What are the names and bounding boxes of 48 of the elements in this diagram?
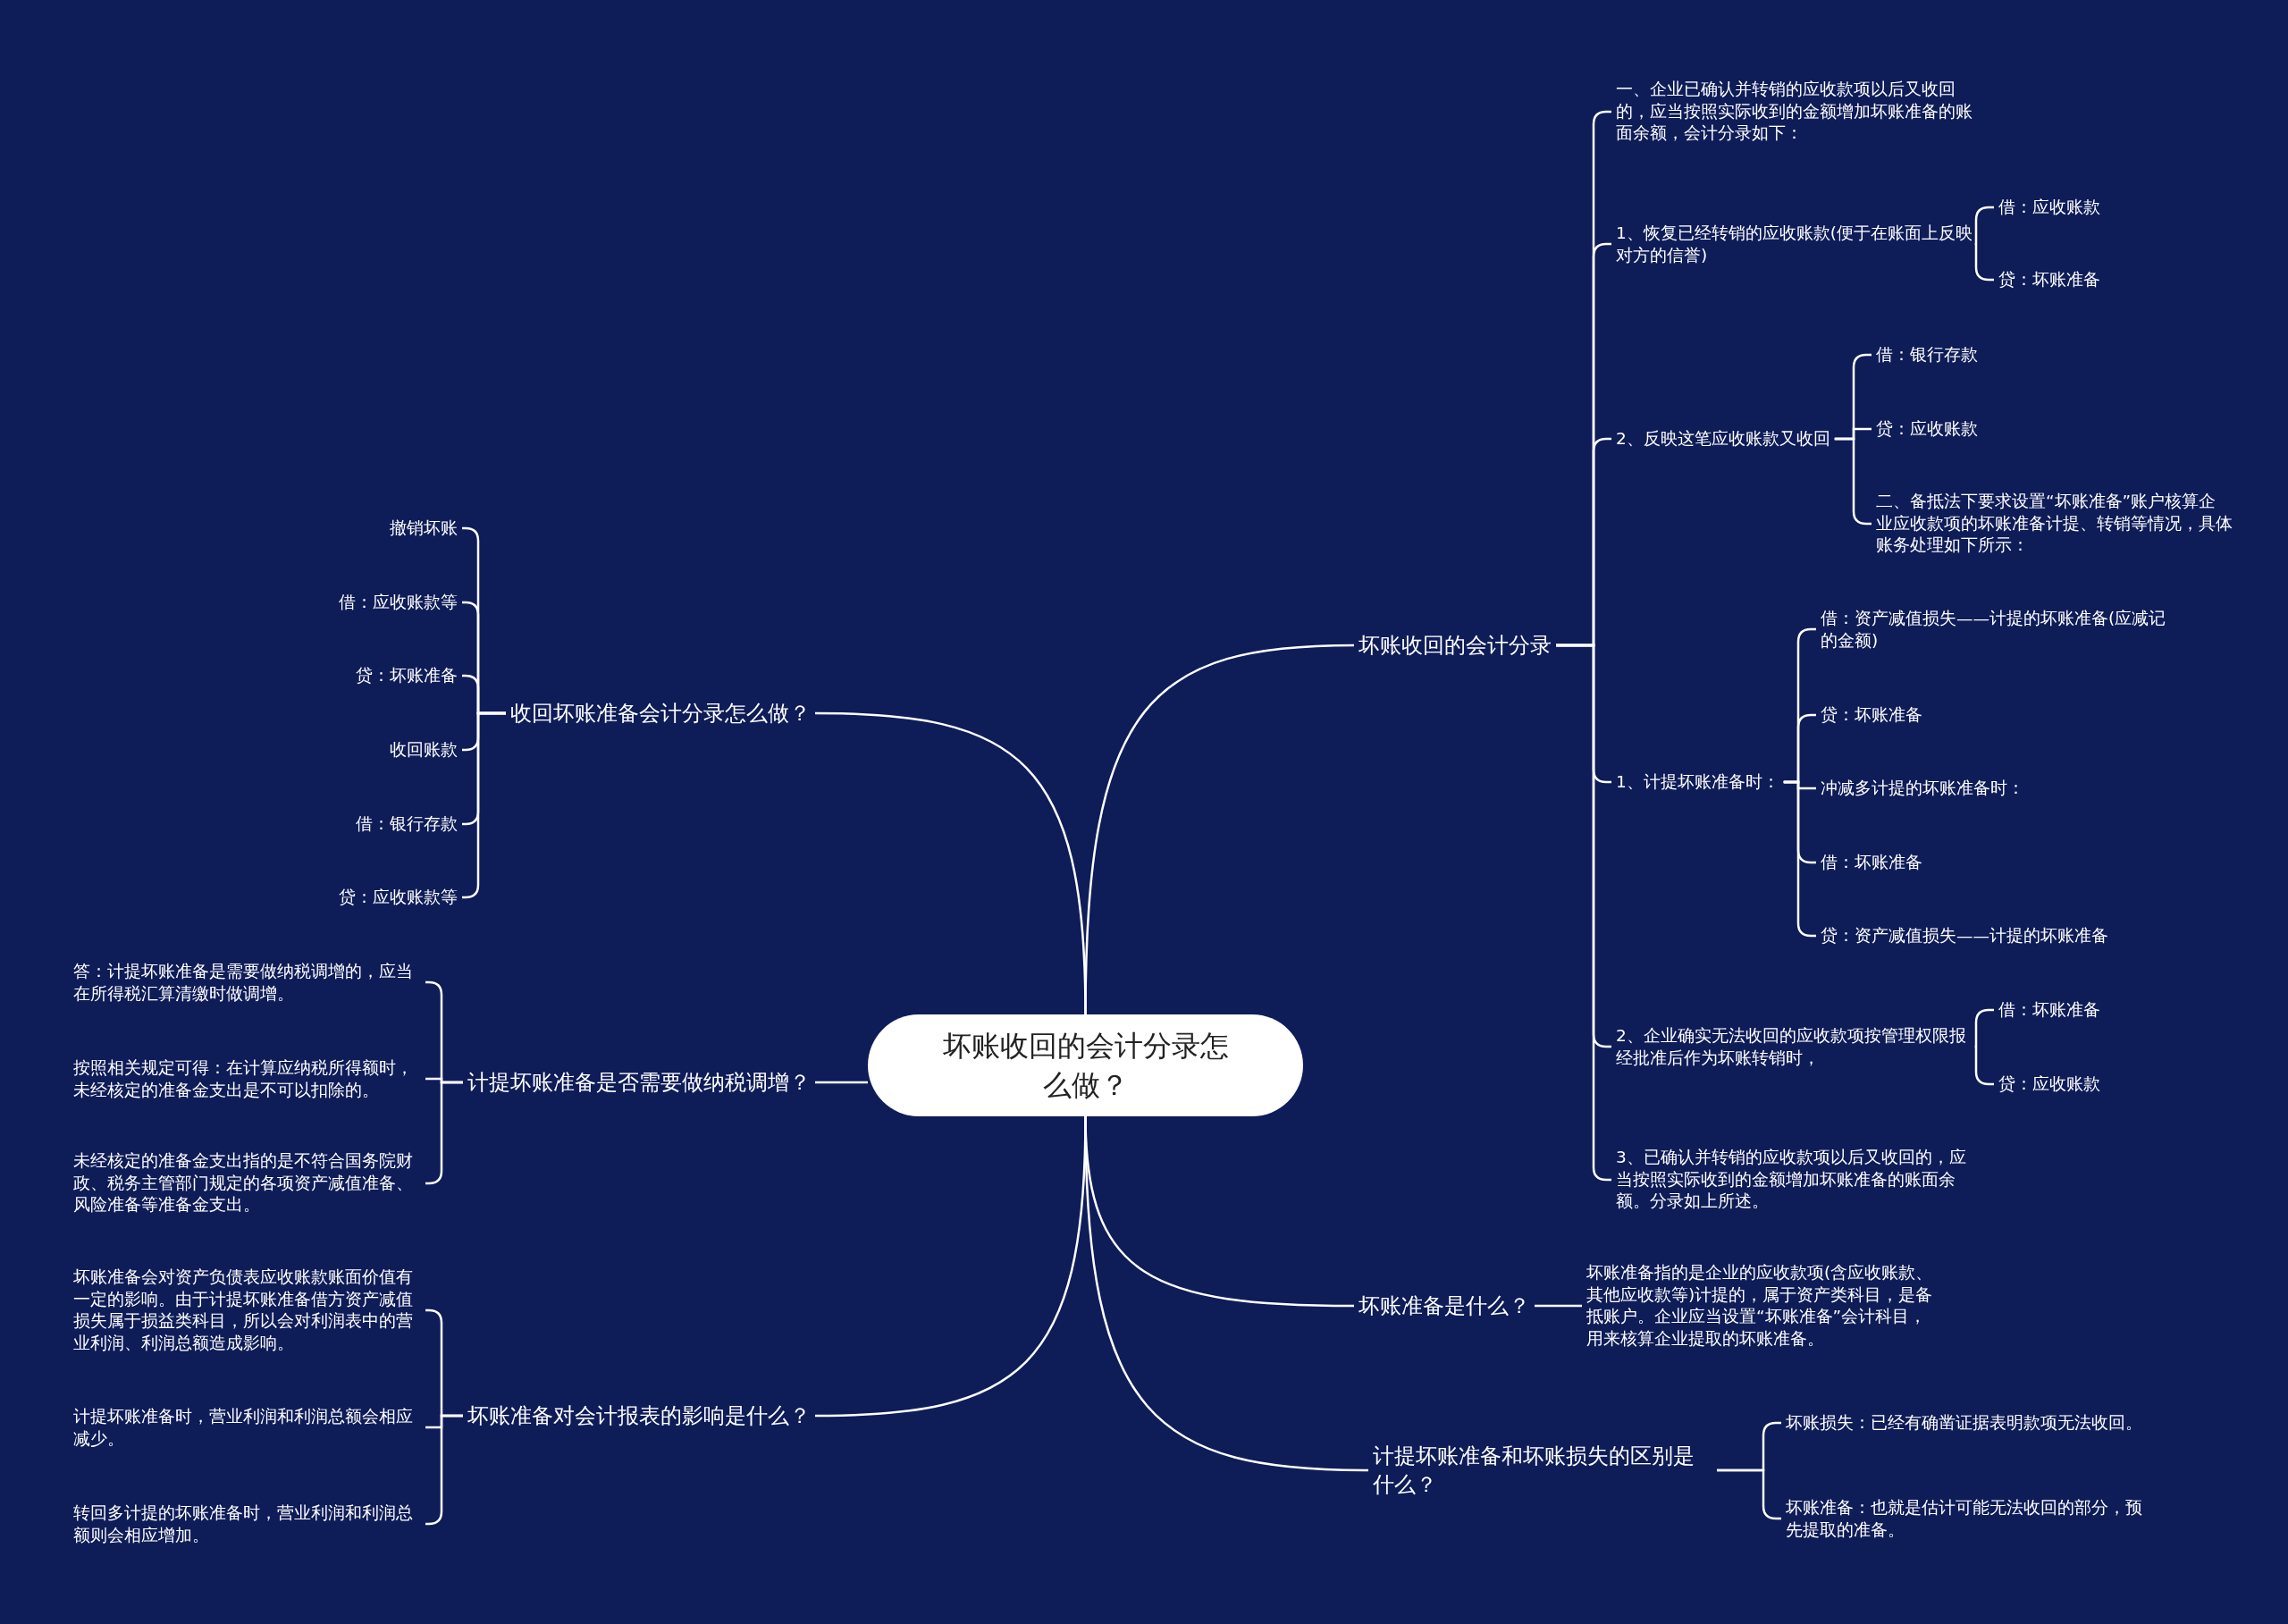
leaf-text: 借：应收账款等	[334, 588, 462, 617]
leaf-text: 借：资产减值损失——计提的坏账准备(应减记的金额)	[1816, 604, 2182, 654]
leaf-text: 二、备抵法下要求设置“坏账准备”账户核算企业应收款项的坏账准备计提、转销等情况，具体账务处理如下所示：	[1872, 488, 2237, 560]
leaf-text: 贷：应收账款	[1872, 415, 1982, 443]
leaf-text: 坏账准备会对资产负债表应收账款账面价值有一定的影响。由于计提坏账准备借方资产减值损失属于损益类科目，所以会对利润表中的营业利润、利润总额造成影响。	[69, 1264, 425, 1357]
leaf-text: 计提坏账准备时，营业利润和利润总额会相应减少。	[69, 1402, 425, 1452]
leaf-text: 借：应收账款	[1994, 193, 2105, 222]
leaf-text: 一、企业已确认并转销的应收款项以后又收回的，应当按照实际收到的金额增加坏账准备的账面余额，会计分录如下：	[1611, 76, 1977, 147]
leaf-text: 坏账损失：已经有确凿证据表明款项无法收回。	[1781, 1409, 2147, 1437]
leaf-text: 2、企业确实无法收回的应收款项按管理权限报经批准后作为坏账转销时，	[1611, 1022, 1977, 1072]
branch-topic: 计提坏账准备和坏账损失的区别是什么？	[1368, 1439, 1717, 1502]
leaf-text: 借：银行存款	[351, 810, 462, 838]
leaf-text: 撤销坏账	[385, 514, 462, 543]
connector-line	[815, 1081, 868, 1084]
leaf-text: 未经核定的准备金支出指的是不符合国务院财政、税务主管部门规定的各项资产减值准备、风险准备等准备金支出。	[69, 1148, 425, 1219]
branch-topic: 坏账准备是什么？	[1354, 1289, 1535, 1323]
leaf-text: 按照相关规定可得：在计算应纳税所得额时，未经核定的准备金支出是不可以扣除的。	[69, 1054, 425, 1104]
leaf-text: 借：银行存款	[1872, 341, 1982, 369]
leaf-text: 冲减多计提的坏账准备时：	[1816, 774, 2029, 803]
leaf-text: 2、反映这笔应收账款又收回	[1611, 425, 1835, 453]
branch-topic: 收回坏账准备会计分录怎么做？	[506, 696, 815, 730]
leaf-text: 贷：坏账准备	[351, 661, 462, 690]
leaf-text: 贷：坏账准备	[1816, 701, 1927, 729]
branch-topic: 坏账收回的会计分录	[1354, 628, 1556, 662]
leaf-text: 贷：资产减值损失——计提的坏账准备	[1816, 921, 2113, 950]
connector-line	[1974, 1008, 1994, 1048]
connector-line	[1974, 206, 1994, 246]
leaf-text: 1、计提坏账准备时：	[1611, 768, 1784, 796]
connector-line	[1974, 1045, 1994, 1086]
leaf-text: 1、恢复已经转销的应收账款(便于在账面上反映对方的信誉)	[1611, 219, 1977, 269]
central-topic: 坏账收回的会计分录怎么做？	[868, 1014, 1303, 1116]
leaf-text: 答：计提坏账准备是需要做纳税调增的，应当在所得税汇算清缴时做调增。	[69, 957, 425, 1007]
connector-line	[814, 711, 1087, 1015]
branch-topic: 计提坏账准备是否需要做纳税调增？	[463, 1065, 815, 1099]
connector-line	[1535, 1304, 1582, 1308]
leaf-text: 转回多计提的坏账准备时，营业利润和利润总额则会相应增加。	[69, 1499, 425, 1549]
connector-line	[814, 1115, 1087, 1418]
leaf-text: 收回账款	[385, 736, 462, 764]
leaf-text: 借：坏账准备	[1816, 848, 1927, 877]
leaf-text: 贷：应收账款	[1994, 1070, 2105, 1098]
leaf-text: 贷：应收账款等	[334, 883, 462, 912]
connector-line	[1974, 242, 1994, 282]
leaf-text: 借：坏账准备	[1994, 996, 2105, 1024]
branch-topic: 坏账准备对会计报表的影响是什么？	[463, 1399, 815, 1433]
leaf-text: 坏账准备指的是企业的应收款项(含应收账款、其他应收款等)计提的，属于资产类科目，是备抵账户。企业应当设置“坏账准备”会计科目，用来核算企业提取的坏账准备。	[1582, 1259, 1939, 1352]
leaf-text: 3、已确认并转销的应收款项以后又收回的，应当按照实际收到的金额增加坏账准备的账面余额。分录如上所述。	[1611, 1144, 1977, 1216]
leaf-text: 贷：坏账准备	[1994, 265, 2105, 294]
leaf-text: 坏账准备：也就是估计可能无法收回的部分，预先提取的准备。	[1781, 1494, 2147, 1544]
